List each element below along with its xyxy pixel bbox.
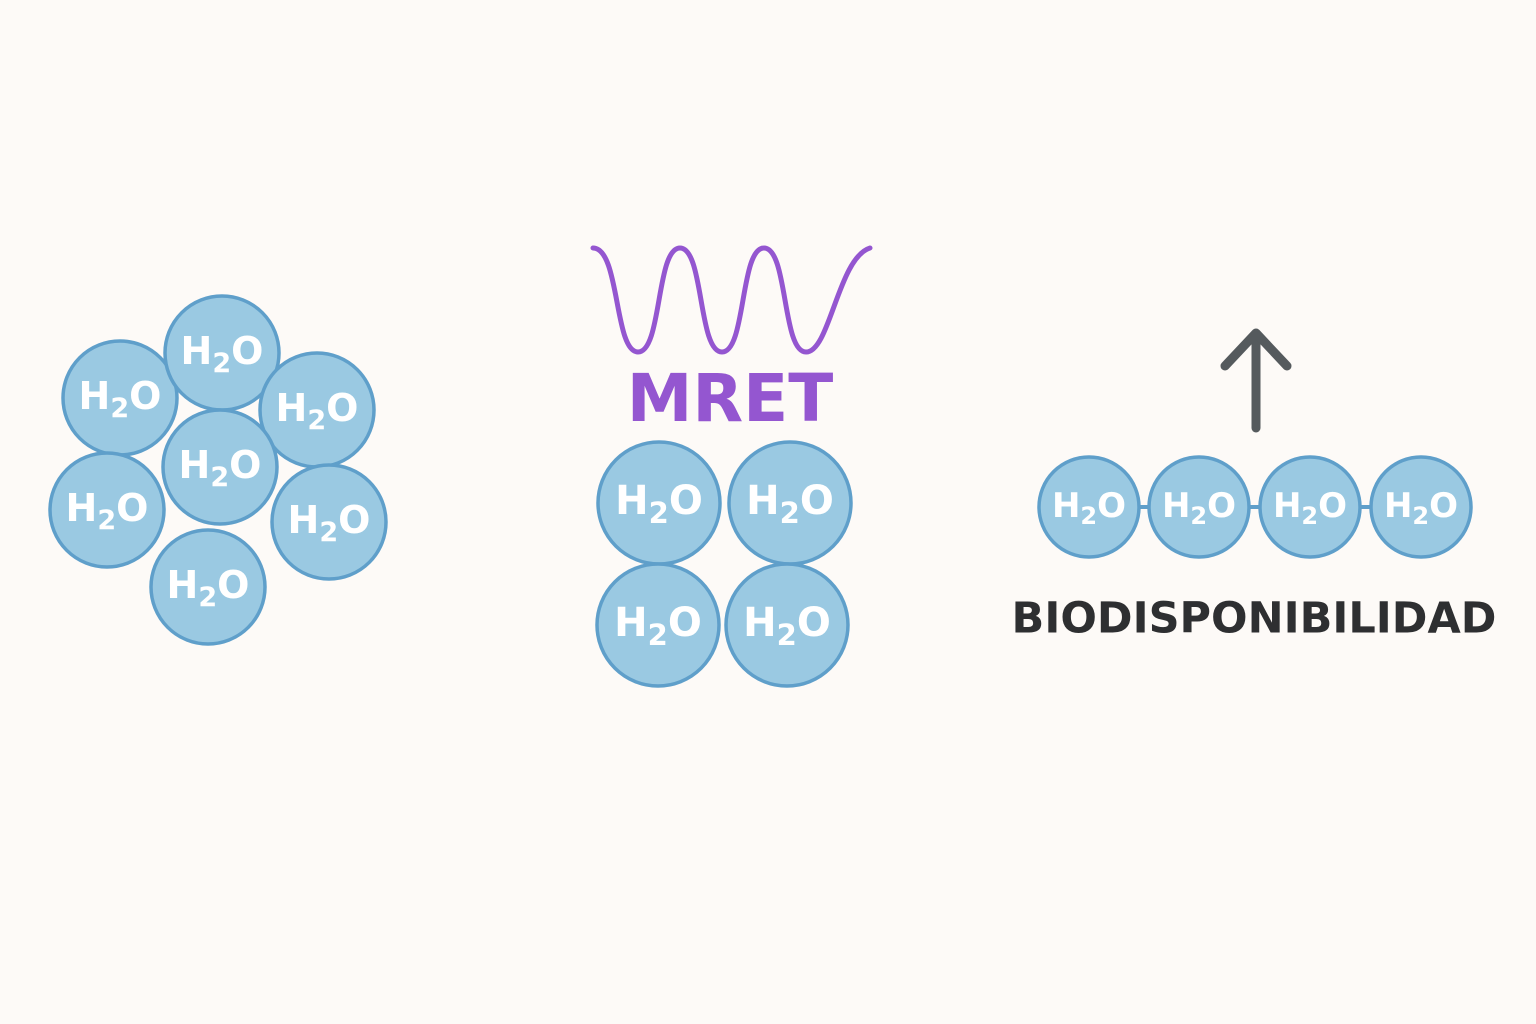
structured-molecule: H2O bbox=[596, 440, 722, 566]
bioavailability-group: H2O H2O H2O H2O BIODISPONIBILIDAD bbox=[1012, 328, 1497, 644]
up-arrow-icon bbox=[1220, 328, 1292, 433]
cluster-molecule: H2O bbox=[270, 463, 388, 581]
molecule-label: H2O bbox=[746, 478, 834, 530]
molecule-label: H2O bbox=[1273, 486, 1347, 531]
molecule-label: H2O bbox=[1384, 486, 1458, 531]
cluster-molecule: H2O bbox=[48, 451, 166, 569]
molecule-circle bbox=[724, 562, 850, 688]
mret-label: MRET bbox=[627, 360, 834, 437]
cluster-molecule: H2O bbox=[149, 528, 267, 646]
cluster-molecule: H2O bbox=[161, 408, 279, 526]
molecule-label: H2O bbox=[79, 374, 162, 424]
molecule-circle bbox=[1258, 455, 1362, 559]
structured-molecule: H2O bbox=[727, 440, 853, 566]
chain-molecule: H2O bbox=[1037, 455, 1141, 559]
molecule-label: H2O bbox=[179, 443, 262, 493]
molecule-label: H2O bbox=[615, 478, 703, 530]
molecule-label: H2O bbox=[1162, 486, 1236, 531]
molecule-circle bbox=[48, 451, 166, 569]
structured-molecule: H2O bbox=[595, 562, 721, 688]
molecule-label: H2O bbox=[276, 386, 359, 436]
molecule-circle bbox=[1369, 455, 1473, 559]
mret-group: MRET H2O H2O H2O H2O bbox=[590, 245, 873, 688]
chain-molecule: H2O bbox=[1369, 455, 1473, 559]
mret-wave-icon bbox=[590, 245, 873, 355]
mret-molecule-grid: H2O H2O H2O H2O bbox=[595, 440, 853, 688]
molecule-label: H2O bbox=[1052, 486, 1126, 531]
structured-molecule: H2O bbox=[724, 562, 850, 688]
molecule-label: H2O bbox=[288, 498, 371, 548]
molecule-label: H2O bbox=[614, 600, 702, 652]
molecule-label: H2O bbox=[743, 600, 831, 652]
molecule-circle bbox=[1037, 455, 1141, 559]
bioavailability-label: BIODISPONIBILIDAD bbox=[1012, 594, 1497, 644]
molecule-chain: H2O H2O H2O H2O bbox=[1037, 455, 1473, 559]
molecule-label: H2O bbox=[167, 563, 250, 613]
chain-molecule: H2O bbox=[1147, 455, 1251, 559]
molecule-label: H2O bbox=[181, 329, 264, 379]
cluster-molecule: H2O bbox=[61, 339, 179, 457]
cluster-molecule: H2O bbox=[258, 351, 376, 469]
molecule-circle bbox=[149, 528, 267, 646]
chain-molecule: H2O bbox=[1258, 455, 1362, 559]
molecule-circle bbox=[161, 408, 279, 526]
molecule-label: H2O bbox=[66, 486, 149, 536]
molecule-circle bbox=[270, 463, 388, 581]
molecule-circle bbox=[1147, 455, 1251, 559]
molecule-circle bbox=[595, 562, 721, 688]
